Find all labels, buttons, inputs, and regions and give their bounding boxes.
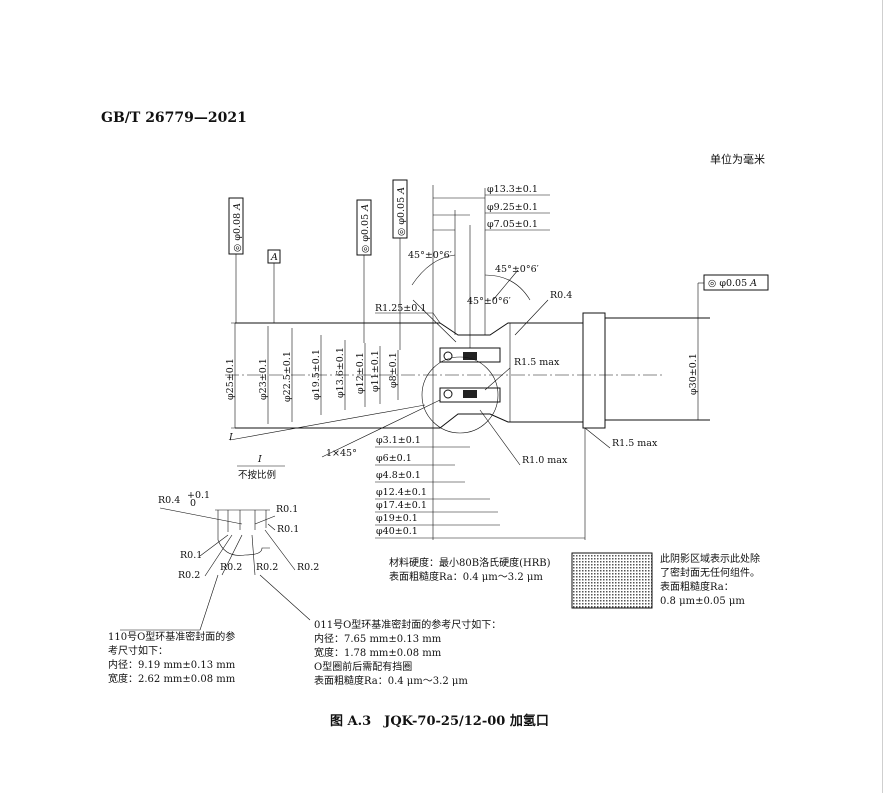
svg-text:R0.2: R0.2 <box>256 562 278 573</box>
dim-phi8: φ8±0.1 <box>388 352 399 388</box>
datum-a: A <box>267 249 281 323</box>
body-outline <box>235 312 710 429</box>
tol-upper: +0.1 <box>187 490 210 501</box>
dim-phi7-05: φ7.05±0.1 <box>487 219 538 230</box>
radius-r1-25: R1.25±0.1 <box>375 303 426 314</box>
dim-phi13-6: φ13.6±0.1 <box>335 347 346 398</box>
tol-lower: 0 <box>190 498 196 509</box>
vertical-dim-lines <box>231 185 699 540</box>
o-ring-section <box>443 351 453 361</box>
tolerance-frame-1: ◎ φ0.08 A <box>228 197 244 323</box>
radius-r1-0: R1.0 max <box>522 455 568 466</box>
radius-r0-4: R0.4 <box>550 290 572 301</box>
vertical-dims: φ25±0.1 φ23±0.1 φ22.5±0.1 φ19.5±0.1 φ13.… <box>225 347 699 402</box>
figure-caption: 图 A.3 JQK-70-25/12-00 加氢口 <box>330 714 549 729</box>
svg-text:φ40±0.1: φ40±0.1 <box>376 526 418 537</box>
angle-3: 45°±0°6′ <box>467 296 511 307</box>
leader-lines <box>229 299 611 466</box>
svg-text:◎ φ0.08 A: ◎ φ0.08 A <box>232 203 243 252</box>
dim-phi22-5: φ22.5±0.1 <box>282 351 293 402</box>
tolerance-frame-3: ◎ φ0.05 A <box>392 179 408 350</box>
o-ring <box>463 352 477 360</box>
svg-text:R0.1: R0.1 <box>180 550 202 561</box>
svg-text:φ6±0.1: φ6±0.1 <box>376 453 412 464</box>
detail-radii: R0.1 R0.1 R0.1 R0.2 R0.2 R0.2 R0.2 <box>178 504 319 581</box>
page-edge <box>882 0 883 793</box>
svg-text:R0.2: R0.2 <box>297 562 319 573</box>
tolerance-frame-2: ◎ φ0.05 A <box>356 199 372 343</box>
svg-text:φ4.8±0.1: φ4.8±0.1 <box>376 470 421 481</box>
svg-text:R0.1: R0.1 <box>277 524 299 535</box>
dim-phi23: φ23±0.1 <box>258 358 269 400</box>
chamfer-label: 1×45° <box>326 448 357 459</box>
svg-text:φ19±0.1: φ19±0.1 <box>376 513 418 524</box>
dim-phi11: φ11±0.1 <box>370 350 381 392</box>
svg-text:◎ φ0.05 A: ◎ φ0.05 A <box>708 278 757 289</box>
detail-r0-4: R0.4 <box>158 495 180 506</box>
o-ring <box>463 390 477 398</box>
standard-number: GB/T 26779—2021 <box>101 110 247 126</box>
shaded-note: 此阴影区域表示此处除了密封面无任何组件。表面粗糙度Ra：0.8 μm±0.05 … <box>660 554 760 607</box>
tolerance-frame-4: ◎ φ0.05 A <box>697 274 769 318</box>
svg-text:R0.1: R0.1 <box>276 504 298 515</box>
dim-phi30: φ30±0.1 <box>688 353 699 395</box>
detail-callout: I <box>228 432 233 443</box>
radius-r1-5-b: R1.5 max <box>612 438 658 449</box>
bottom-dims: φ3.1±0.1 φ6±0.1 φ4.8±0.1 φ12.4±0.1 φ17.4… <box>376 435 427 537</box>
svg-text:◎ φ0.05 A: ◎ φ0.05 A <box>396 187 407 236</box>
dim-phi19-5: φ19.5±0.1 <box>311 349 322 400</box>
svg-text:φ3.1±0.1: φ3.1±0.1 <box>376 435 421 446</box>
groove-bottom <box>439 387 501 403</box>
dim-phi25: φ25±0.1 <box>225 358 236 400</box>
shaded-area-legend <box>571 552 653 609</box>
svg-text:φ12.4±0.1: φ12.4±0.1 <box>376 487 427 498</box>
svg-text:A: A <box>270 252 278 263</box>
angle-1: 45°±0°6′ <box>408 250 452 261</box>
unit-note: 单位为毫米 <box>710 153 765 166</box>
radius-r1-5-a: R1.5 max <box>514 357 560 368</box>
dim-phi13-3: φ13.3±0.1 <box>487 184 538 195</box>
svg-text:R0.2: R0.2 <box>178 570 200 581</box>
o-ring-section <box>443 389 453 399</box>
svg-text:φ17.4±0.1: φ17.4±0.1 <box>376 500 427 511</box>
material-note: 材料硬度：最小80B洛氏硬度(HRB)表面粗糙度Ra：0.4 μm～3.2 μm <box>389 558 551 583</box>
svg-text:◎ φ0.05 A: ◎ φ0.05 A <box>360 204 371 253</box>
scale-note: 不按比例 <box>238 469 276 481</box>
dim-phi12: φ12±0.1 <box>355 352 366 394</box>
dim-phi9-25: φ9.25±0.1 <box>487 202 538 213</box>
detail-drawing <box>120 507 311 631</box>
detail-title: I <box>257 454 262 465</box>
angle-2: 45°±0°6′ <box>495 264 539 275</box>
svg-text:R0.2: R0.2 <box>220 562 242 573</box>
detail-circle <box>421 356 499 434</box>
